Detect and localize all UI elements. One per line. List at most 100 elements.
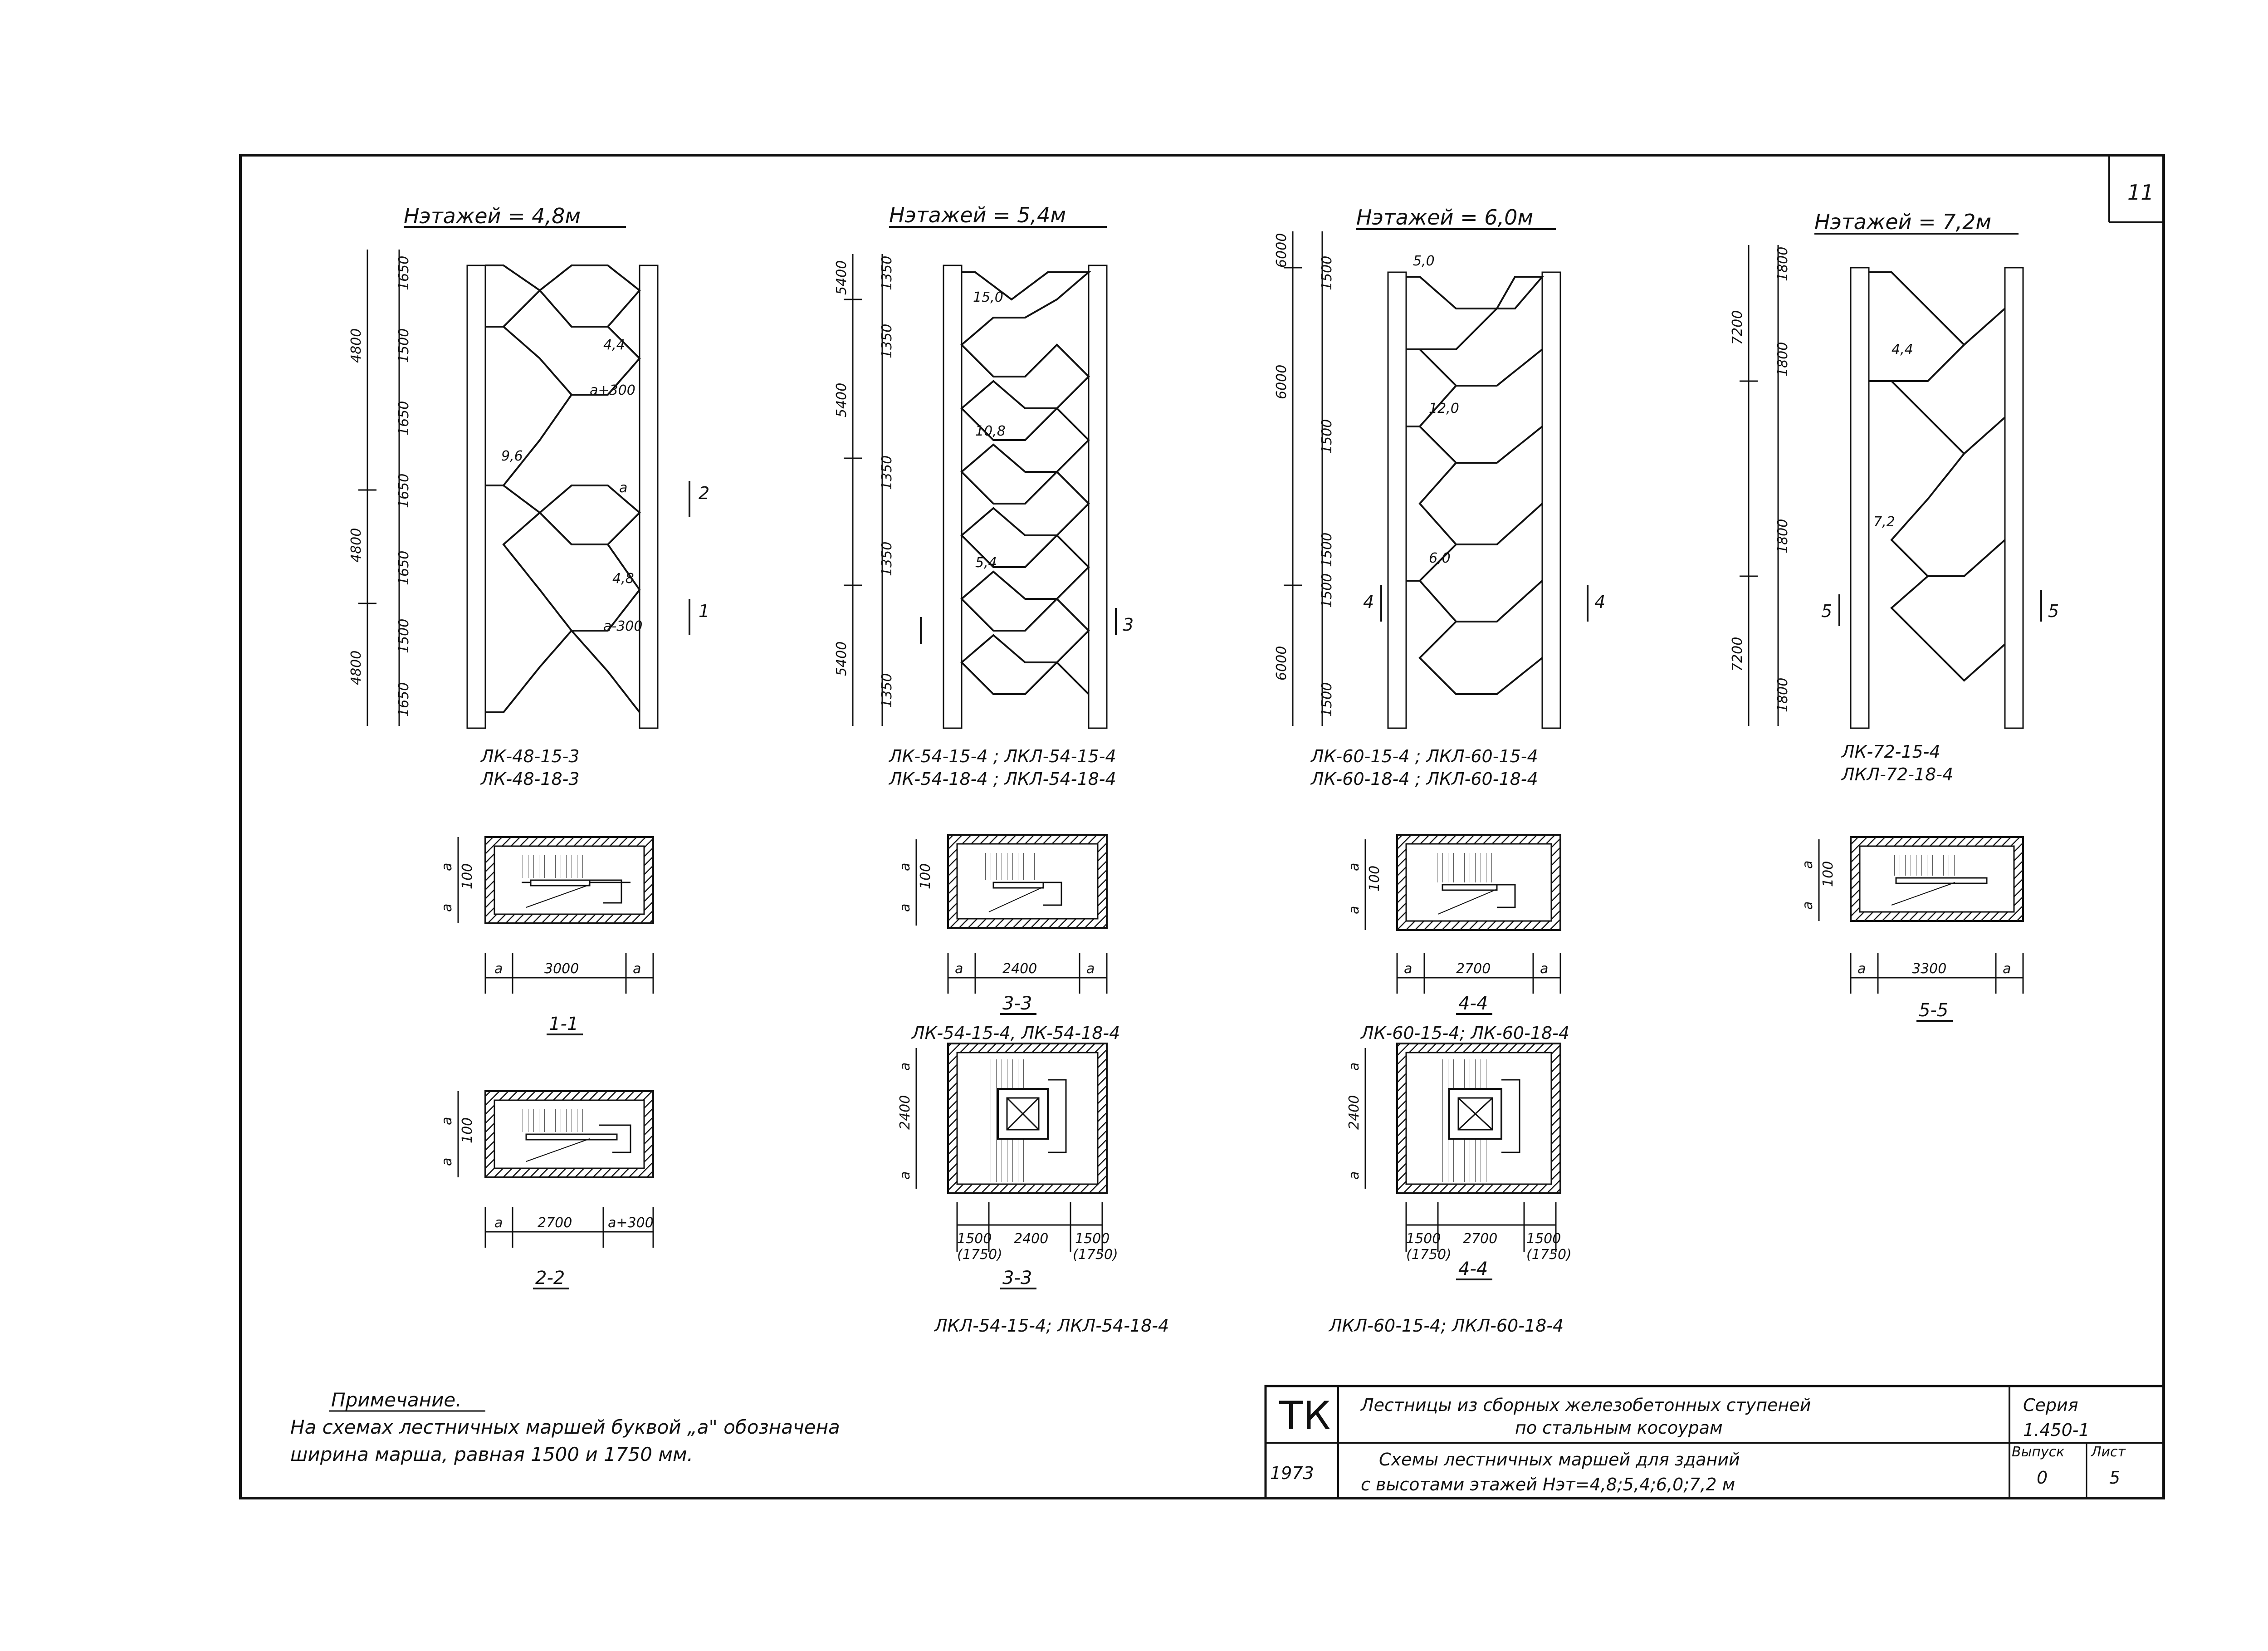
- title-block: ТК 1973 Лестницы из сборных железобетонн…: [1264, 1385, 2165, 1499]
- stair-flights: [1869, 271, 2006, 682]
- svg-text:1500: 1500: [1319, 533, 1335, 567]
- plan-sub-label: ЛКЛ-60-15-4; ЛКЛ-60-18-4: [1328, 1316, 1564, 1336]
- story-dim: 5400: [834, 260, 850, 295]
- plan-sub-label: ЛК-60-15-4; ЛК-60-18-4: [1360, 1023, 1569, 1043]
- svg-text:2700: 2700: [1456, 961, 1491, 977]
- svg-text:1350: 1350: [879, 456, 895, 490]
- svg-text:a: a: [1540, 961, 1548, 977]
- svg-text:9,6: 9,6: [501, 448, 523, 464]
- plan-caption: 2-2: [535, 1268, 565, 1288]
- title-block-sheet-1: Схемы лестничных маршей для зданий: [1379, 1450, 1740, 1470]
- svg-text:(1750): (1750): [1073, 1247, 1118, 1263]
- title-block-sheet-2: с высотами этажей Нэт=4,8;5,4;6,0;7,2 м: [1361, 1475, 1735, 1494]
- svg-text:1350: 1350: [879, 324, 895, 358]
- svg-text:1350: 1350: [879, 542, 895, 576]
- plan-section-1-1: a 100 a a 3000 a 1-1: [439, 836, 654, 1035]
- story-dim: 4800: [348, 328, 364, 363]
- svg-text:a: a: [1346, 863, 1362, 871]
- svg-text:a: a: [1857, 961, 1866, 977]
- flight-dim: 1500: [396, 328, 412, 363]
- svg-text:4,4: 4,4: [1892, 342, 1913, 358]
- wall-right: [2004, 267, 2024, 729]
- wall-left: [943, 265, 963, 729]
- note-line-2: ширина марша, равная 1500 и 1750 мм.: [290, 1443, 693, 1465]
- wall-right: [1541, 271, 1561, 729]
- svg-text:4: 4: [1594, 592, 1605, 612]
- svg-text:2: 2: [699, 483, 709, 503]
- svg-text:a+300: a+300: [608, 1215, 654, 1231]
- svg-text:a: a: [1800, 861, 1816, 869]
- elevation-6000: Hэтажей = 6,0м 6000 6000 6000 1500 1500 …: [1274, 205, 1605, 789]
- series-value: 1.450-1: [2023, 1420, 2090, 1440]
- flight-label: ЛК-48-15-3: [480, 746, 580, 766]
- svg-text:4: 4: [1363, 592, 1374, 612]
- story-dim: 7200: [1730, 310, 1745, 345]
- flight-label: ЛК-60-15-4 ; ЛКЛ-60-15-4: [1310, 746, 1538, 766]
- svg-text:(1750): (1750): [1406, 1247, 1452, 1263]
- svg-text:a+300: a+300: [590, 382, 635, 398]
- svg-text:2400: 2400: [1346, 1095, 1362, 1130]
- note-line-1: На схемах лестничных маршей буквой „а" о…: [290, 1416, 840, 1438]
- sheet-frame: [239, 154, 2165, 1499]
- svg-text:2700: 2700: [538, 1215, 572, 1231]
- svg-text:1800: 1800: [1775, 342, 1791, 377]
- flight-label: ЛК-54-15-4 ; ЛКЛ-54-15-4: [888, 746, 1116, 766]
- svg-text:2400: 2400: [897, 1095, 913, 1130]
- svg-text:12,0: 12,0: [1429, 401, 1459, 416]
- svg-text:2400: 2400: [1014, 1231, 1048, 1247]
- svg-text:7,2: 7,2: [1873, 514, 1895, 530]
- svg-text:a: a: [439, 904, 455, 912]
- title-block-year: 1973: [1270, 1463, 1314, 1483]
- elevation-title: Hэтажей = 5,4м: [889, 203, 1066, 227]
- svg-text:1800: 1800: [1775, 247, 1791, 281]
- svg-text:100: 100: [1367, 866, 1383, 892]
- flight-dim: 1650: [396, 551, 412, 585]
- plan-caption: 3-3: [1002, 993, 1032, 1014]
- svg-text:(1750): (1750): [1526, 1247, 1572, 1263]
- plan-sub-label: ЛК-54-15-4, ЛК-54-18-4: [911, 1023, 1120, 1043]
- svg-text:3: 3: [1123, 615, 1134, 635]
- plan-section-4-4: a 100 a a 2700 a 4-4 ЛК-60-15-4; ЛК-60-1…: [1346, 834, 1569, 1043]
- plan-section-3-3-lift: a 2400 a 1500 2400 1500 (1750) (1750) 3-…: [897, 1043, 1169, 1336]
- sheet-value: 5: [2109, 1468, 2120, 1488]
- plan-section-4-4-lift: a 2400 a 1500 2700 1500 (1750) (1750) 4-…: [1328, 1043, 1572, 1336]
- svg-text:a: a: [897, 863, 913, 871]
- wall-right: [1088, 265, 1108, 729]
- svg-text:15,0: 15,0: [973, 289, 1003, 305]
- story-dim: 5400: [834, 642, 850, 676]
- svg-text:1500: 1500: [1319, 573, 1335, 608]
- wall-left: [1850, 267, 1870, 729]
- series-label: Серия: [2023, 1395, 2078, 1415]
- svg-text:a: a: [2003, 961, 2011, 977]
- flight-label: ЛКЛ-72-18-4: [1841, 764, 1953, 784]
- flight-dim: 1650: [396, 401, 412, 436]
- svg-text:4,4: 4,4: [603, 337, 625, 353]
- plan-section-2-2: a 100 a a 2700 a+300 2-2: [439, 1090, 654, 1289]
- svg-text:6,0: 6,0: [1429, 550, 1451, 566]
- svg-text:5,4: 5,4: [975, 555, 997, 571]
- story-dim: 4800: [348, 651, 364, 685]
- svg-text:a: a: [439, 863, 455, 871]
- svg-text:a: a: [494, 1215, 503, 1231]
- svg-text:a: a: [897, 1063, 913, 1071]
- svg-text:a: a: [1086, 961, 1095, 977]
- sheet-label: Лист: [2091, 1444, 2126, 1460]
- flight-label: ЛК-60-18-4 ; ЛКЛ-60-18-4: [1310, 769, 1538, 789]
- svg-text:1500: 1500: [1319, 256, 1335, 290]
- svg-text:a: a: [1800, 901, 1816, 910]
- note-heading: Примечание.: [331, 1389, 462, 1411]
- svg-text:3300: 3300: [1912, 961, 1946, 977]
- wall-left: [1387, 271, 1407, 729]
- svg-text:a: a: [897, 904, 913, 912]
- plan-section-5-5: a 100 a a 3300 a 5-5: [1800, 836, 2024, 1022]
- wall-left: [466, 265, 486, 729]
- plan-caption: 3-3: [1002, 1268, 1032, 1288]
- svg-text:1350: 1350: [879, 673, 895, 708]
- plan-caption: 1-1: [549, 1014, 578, 1034]
- svg-text:a-300: a-300: [603, 618, 642, 634]
- svg-text:5: 5: [1821, 601, 1832, 621]
- svg-text:1500: 1500: [1406, 1231, 1441, 1247]
- elevation-title: Hэтажей = 4,8м: [404, 204, 581, 228]
- flight-dim: 1650: [396, 474, 412, 508]
- svg-text:10,8: 10,8: [975, 423, 1006, 439]
